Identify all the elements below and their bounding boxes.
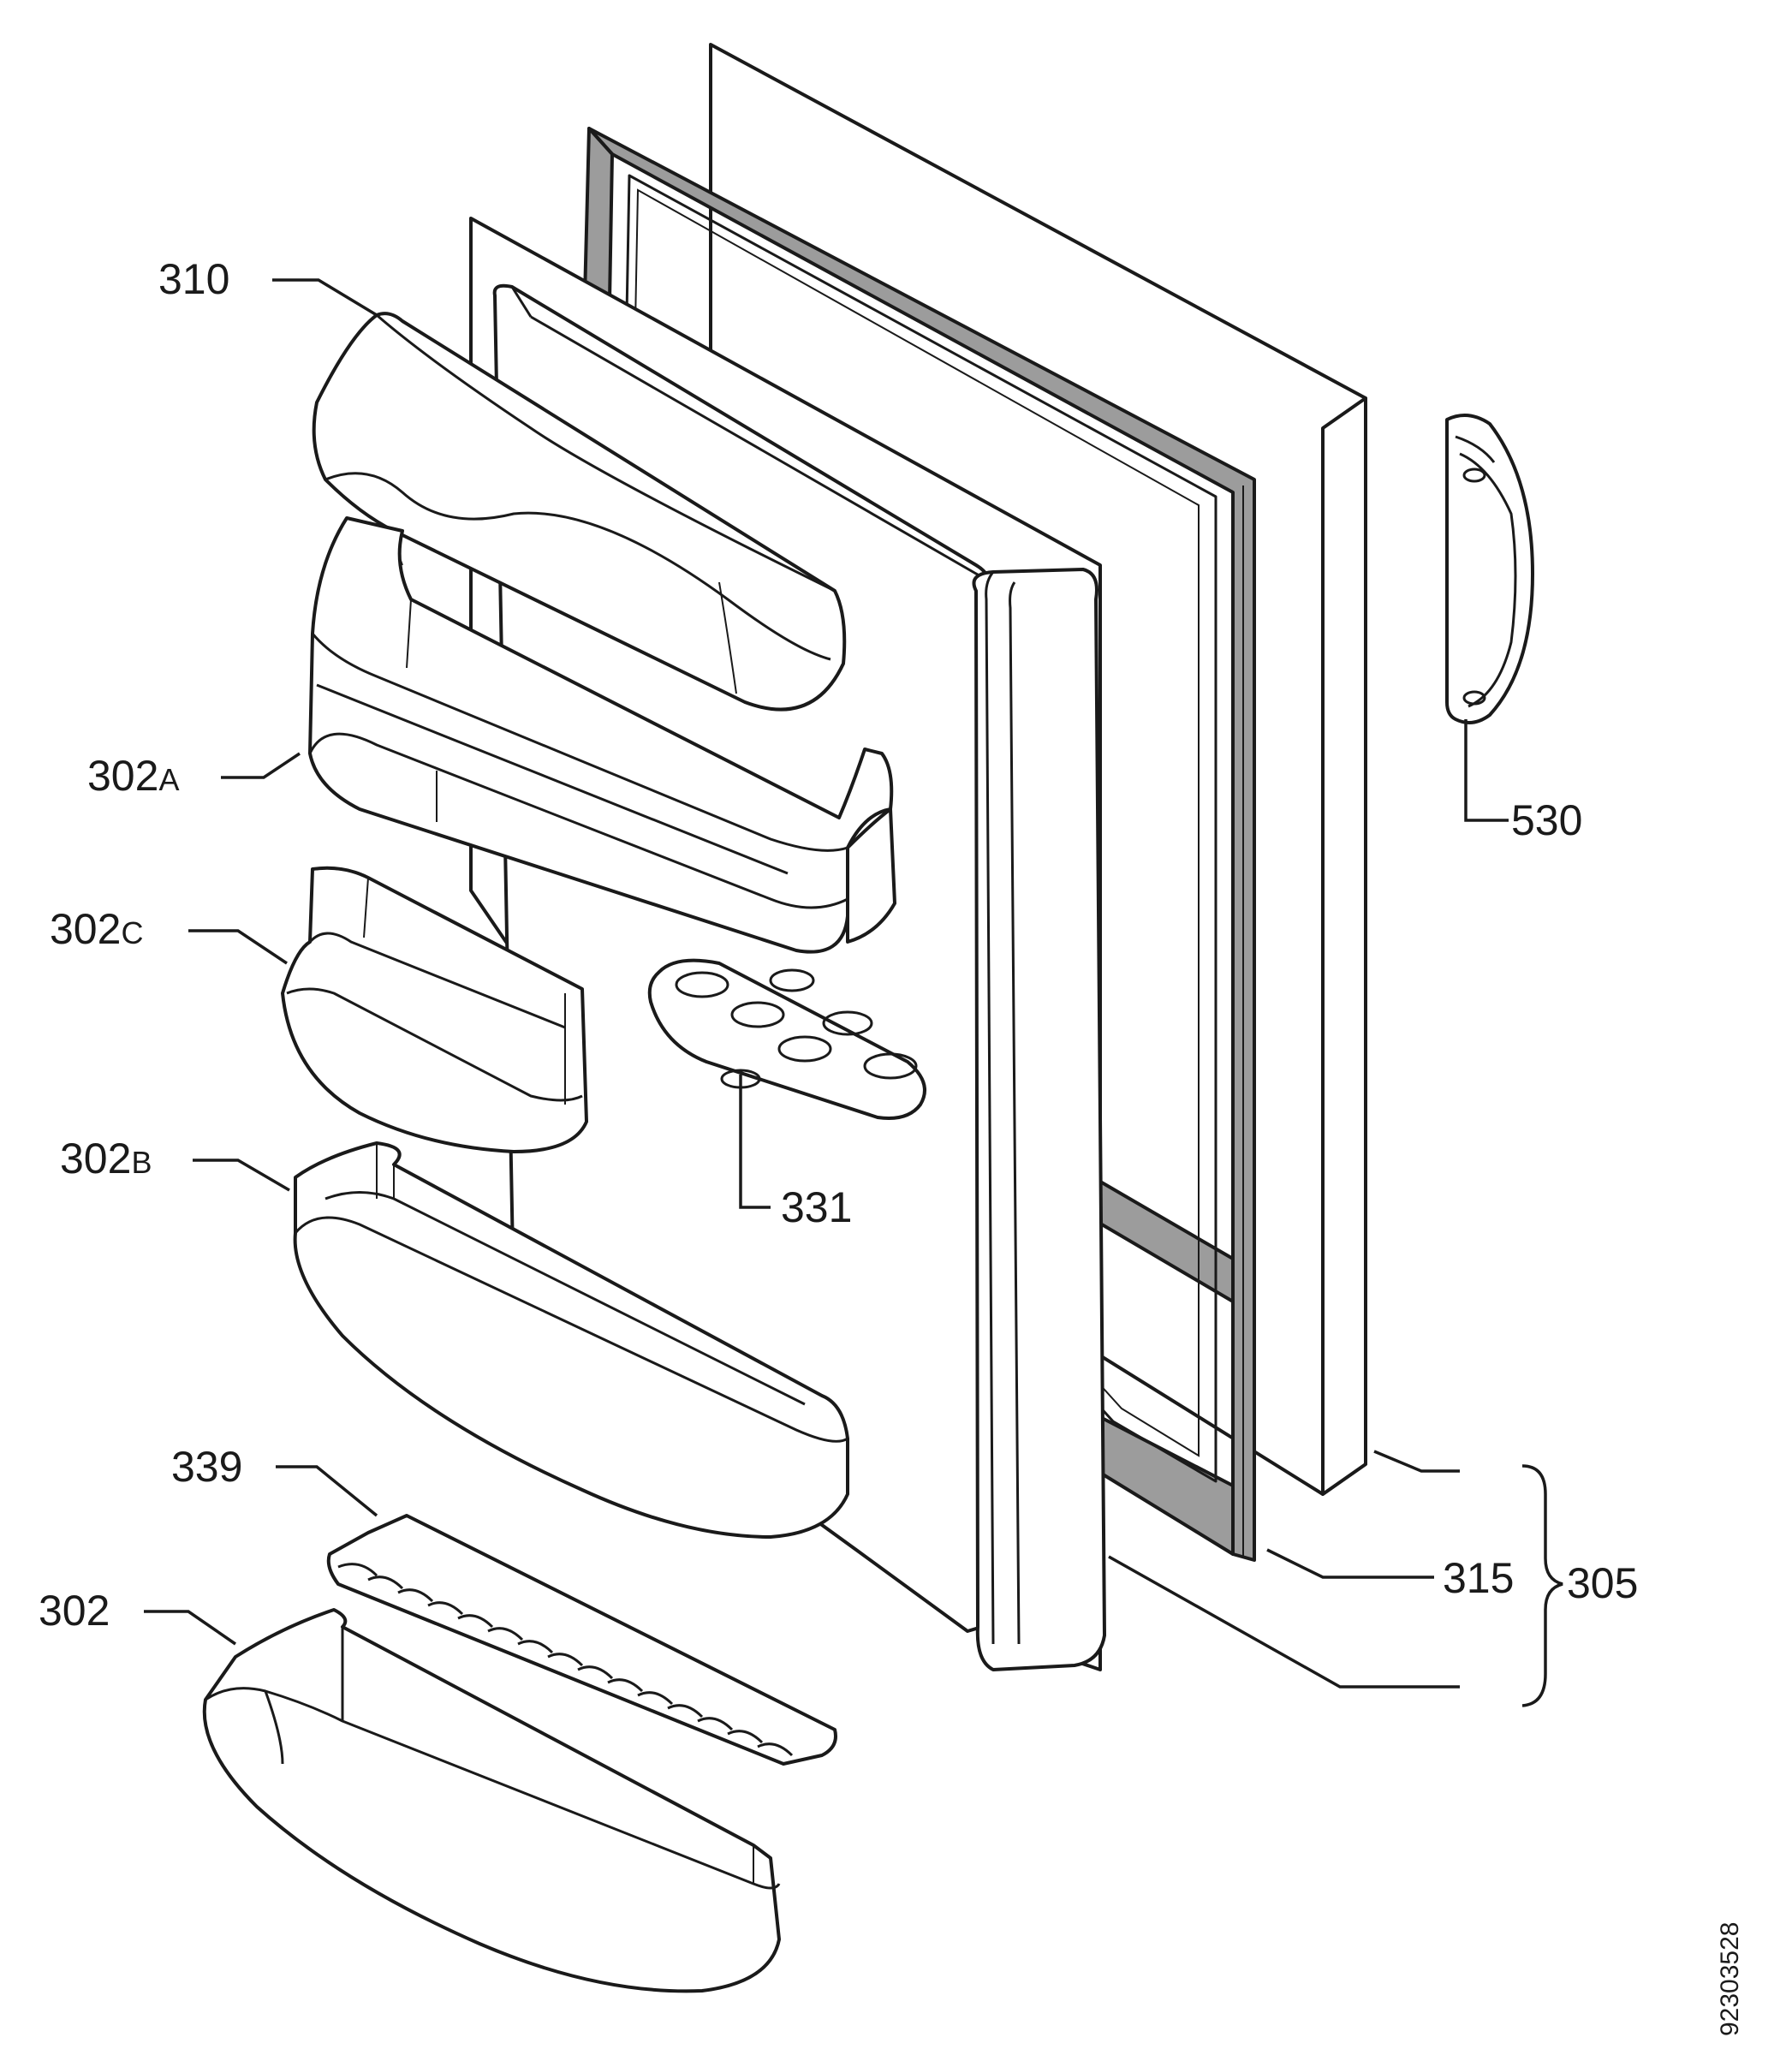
label-315: 315 xyxy=(1443,1554,1514,1602)
leader-305-bottom xyxy=(1108,1555,1460,1689)
label-302b-number: 302 xyxy=(60,1135,131,1182)
label-331: 331 xyxy=(781,1183,852,1231)
label-302: 302 xyxy=(39,1587,110,1635)
leader-302c xyxy=(188,929,288,965)
label-530: 530 xyxy=(1511,796,1582,844)
small-door-bin xyxy=(281,866,588,1153)
upper-door-shelf xyxy=(308,516,896,954)
leader-302b xyxy=(193,1159,290,1192)
leader-302 xyxy=(144,1610,236,1646)
leader-310 xyxy=(272,278,378,317)
label-302a-number: 302 xyxy=(87,752,158,800)
label-305: 305 xyxy=(1567,1559,1638,1607)
dairy-compartment-lid xyxy=(312,312,847,712)
bottle-rack xyxy=(326,1514,837,1766)
leader-339 xyxy=(276,1465,378,1517)
label-302b-suffix: B xyxy=(131,1145,152,1180)
door-handle xyxy=(1445,414,1534,724)
leader-305-top xyxy=(1373,1450,1460,1473)
label-310: 310 xyxy=(158,255,229,303)
label-302b: 302B xyxy=(60,1135,152,1182)
part-labels: 310 302A 302C 302B 339 302 331 530 315 3… xyxy=(39,255,1744,2036)
leader-331 xyxy=(739,1075,771,1209)
label-302c: 302C xyxy=(50,905,143,953)
label-302a: 302A xyxy=(87,752,179,800)
label-302c-number: 302 xyxy=(50,905,121,953)
egg-tray xyxy=(647,958,926,1120)
brace-305 xyxy=(1521,1464,1563,1707)
label-302a-suffix: A xyxy=(158,762,179,797)
bottom-door-bin xyxy=(202,1608,781,1993)
leader-lines xyxy=(144,278,1563,1707)
leader-530 xyxy=(1464,719,1509,822)
label-339: 339 xyxy=(171,1443,242,1491)
document-number: 92303528 xyxy=(1716,1922,1744,2036)
leader-302a xyxy=(221,752,301,779)
leader-315 xyxy=(1266,1548,1434,1579)
label-302c-suffix: C xyxy=(121,915,143,950)
lower-door-shelf xyxy=(293,1141,849,1539)
